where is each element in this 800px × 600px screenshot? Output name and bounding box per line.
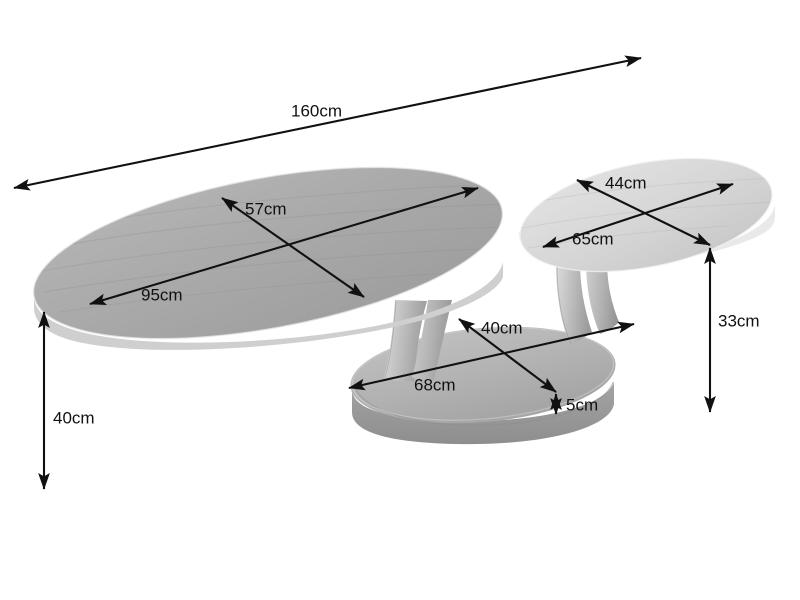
dim-label-small-top-width: 44cm xyxy=(605,173,647,192)
dim-label-small-top-height: 33cm xyxy=(718,311,760,330)
dim-label-main-top-width: 57cm xyxy=(245,199,287,218)
dim-line-overall-width xyxy=(13,55,642,191)
dim-label-base-depth: 40cm xyxy=(481,318,523,337)
dim-label-base-length: 68cm xyxy=(414,375,456,394)
dimension-annotations xyxy=(13,55,734,490)
dim-line-small-top-width xyxy=(576,179,711,246)
dim-label-main-top-length: 95cm xyxy=(141,285,183,304)
dim-label-main-top-height: 40cm xyxy=(53,408,95,427)
dim-label-small-top-length: 65cm xyxy=(572,229,614,248)
small-oval-tabletop xyxy=(519,157,782,273)
dim-line-main-top-width xyxy=(221,197,365,298)
dim-label-base-thickness: 5cm xyxy=(566,395,598,414)
dimension-labels: 160cm 95cm 57cm 65cm 44cm 68cm 40cm 5cm … xyxy=(53,101,760,427)
dim-label-overall-width: 160cm xyxy=(291,101,342,120)
dim-line-base-depth xyxy=(458,318,557,393)
